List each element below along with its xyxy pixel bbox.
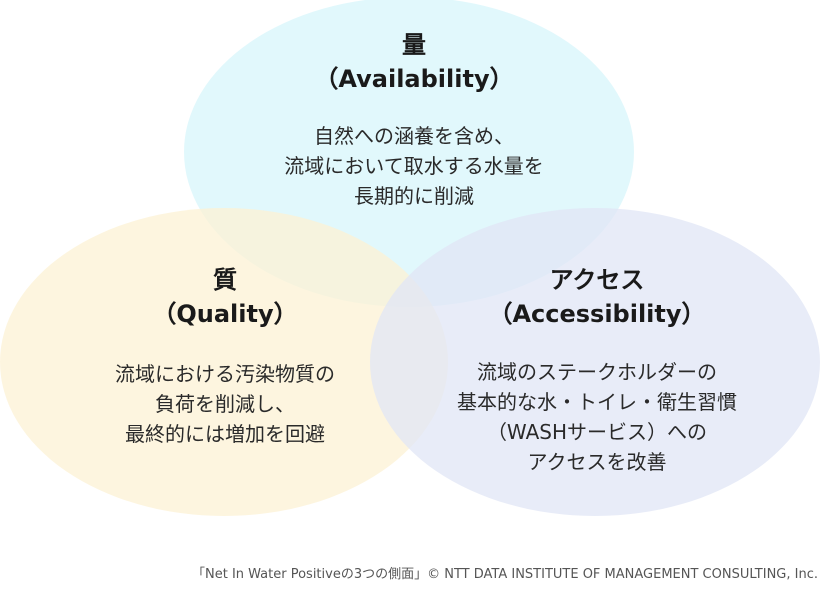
accessibility-description: 流域のステークホルダーの 基本的な水・トイレ・衛生習慣 （WASHサービス）への… [412, 357, 782, 477]
copyright-credit: 「Net In Water Positiveの3つの側面」© NTT DATA … [192, 567, 818, 582]
quality-description: 流域における汚染物質の 負荷を削減し、 最終的には増加を回避 [40, 359, 410, 449]
availability-description: 自然への涵養を含め、 流域において取水する水量を 長期的に削減 [224, 121, 604, 211]
availability-label: 量 （Availability） 自然への涵養を含め、 流域において取水する水量… [224, 28, 604, 211]
quality-line: 最終的には増加を回避 [125, 422, 325, 446]
availability-line: 流域において取水する水量を [284, 154, 544, 178]
accessibility-line: 基本的な水・トイレ・衛生習慣 [457, 390, 737, 414]
quality-title: 質 [213, 266, 237, 294]
accessibility-label: アクセス （Accessibility） 流域のステークホルダーの 基本的な水・… [412, 263, 782, 477]
quality-subtitle: （Quality） [152, 300, 298, 328]
accessibility-title: アクセス [549, 266, 645, 294]
quality-circle [0, 208, 448, 516]
accessibility-circle [370, 208, 820, 516]
quality-label: 質 （Quality） 流域における汚染物質の 負荷を削減し、 最終的には増加を… [40, 263, 410, 449]
accessibility-line: 流域のステークホルダーの [477, 360, 717, 384]
accessibility-line: （WASHサービス）への [486, 420, 708, 444]
quality-line: 負荷を削減し、 [155, 392, 295, 416]
accessibility-subtitle: （Accessibility） [488, 300, 706, 328]
availability-title: 量 [402, 31, 426, 59]
availability-line: 長期的に削減 [354, 184, 474, 208]
accessibility-line: アクセスを改善 [527, 450, 667, 474]
availability-line: 自然への涵養を含め、 [314, 124, 514, 148]
quality-line: 流域における汚染物質の [115, 362, 335, 386]
availability-subtitle: （Availability） [314, 65, 514, 93]
